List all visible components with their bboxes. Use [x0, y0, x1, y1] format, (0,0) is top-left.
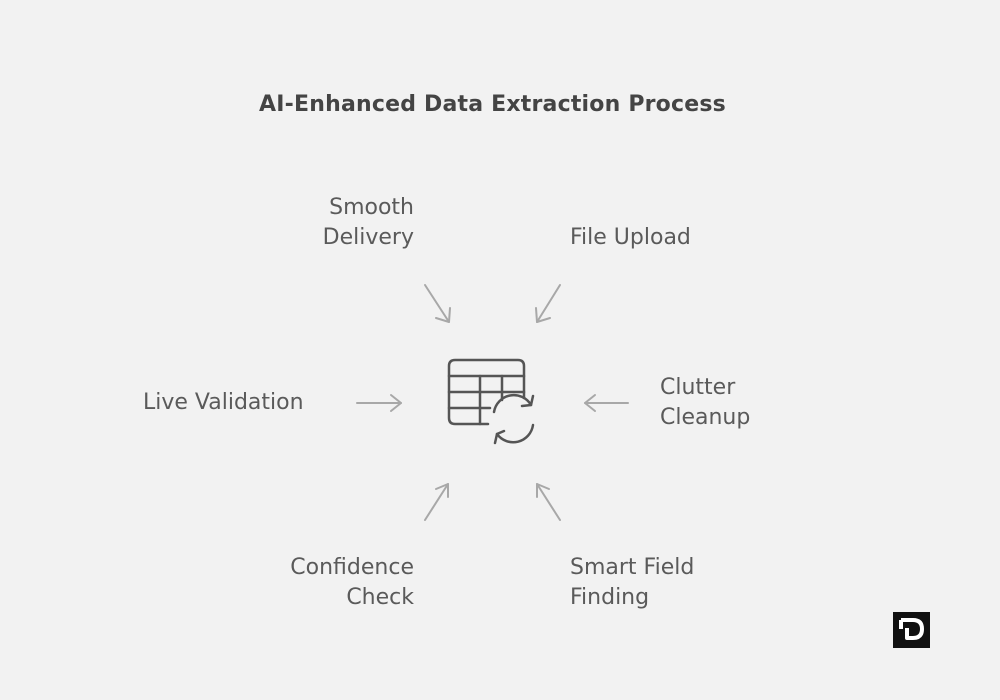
node-label-line: Clutter	[660, 375, 736, 400]
node-confidence-check: Confidence Check	[290, 553, 414, 613]
node-smooth-delivery: Smooth Delivery	[323, 193, 414, 253]
node-label-line: Confidence	[290, 555, 414, 580]
node-label-line: Check	[346, 585, 414, 610]
node-live-validation: Live Validation	[143, 388, 304, 418]
table-refresh-icon	[447, 358, 535, 445]
node-label-line: Cleanup	[660, 405, 751, 430]
node-clutter-cleanup: Clutter Cleanup	[660, 373, 750, 433]
node-label-line: Smooth	[329, 195, 414, 220]
node-label-line: Smart Field	[570, 555, 695, 580]
node-smart-field-finding: Smart Field Finding	[570, 553, 694, 613]
node-label-line: Finding	[570, 585, 650, 610]
diagram-title: AI-Enhanced Data Extraction Process	[259, 92, 726, 117]
node-file-upload: File Upload	[570, 223, 691, 253]
node-label-line: Delivery	[322, 225, 414, 250]
node-label-line: Live Validation	[143, 390, 304, 415]
arrow-confidence-check	[424, 483, 449, 521]
node-label-line: File Upload	[570, 225, 691, 250]
arrow-live-validation	[356, 394, 402, 412]
arrow-smooth-delivery	[424, 284, 451, 323]
arrow-smart-field-finding	[536, 483, 561, 521]
arrow-file-upload	[535, 284, 561, 323]
brand-logo-icon	[893, 612, 930, 648]
arrow-clutter-cleanup	[584, 394, 629, 412]
